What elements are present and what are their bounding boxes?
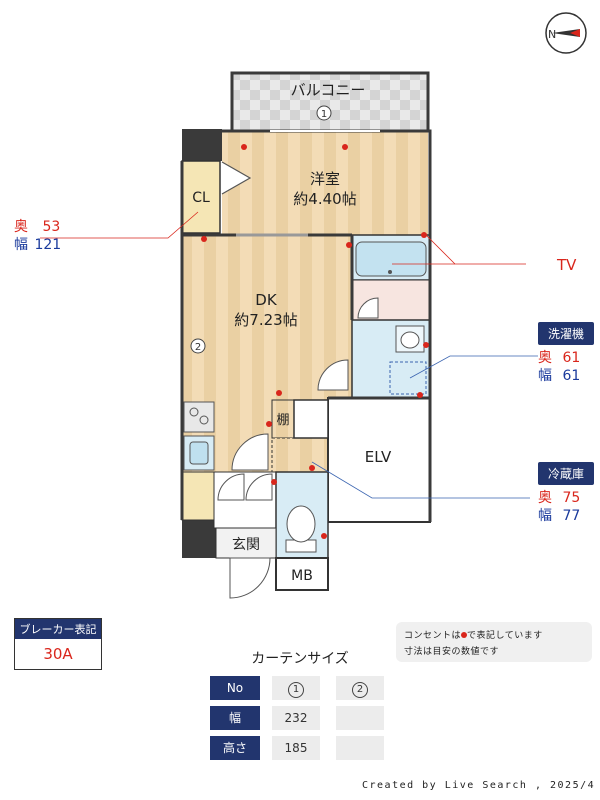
footer-credit: Created by Live Search , 2025/4 — [362, 780, 596, 791]
closet-leader — [40, 211, 199, 239]
notes-box: コンセントはで表記しています 寸法は目安の数値です — [396, 622, 592, 662]
washer-annotation: 洗濯機 奥 61 幅 61 — [538, 322, 594, 385]
note-line1-pre: コンセントは — [404, 631, 462, 641]
note-line2: 寸法は目安の数値です — [404, 647, 500, 657]
washer-width-label: 幅 — [538, 368, 552, 384]
fridge-tag: 冷蔵庫 — [538, 462, 594, 485]
closet — [181, 160, 221, 234]
tv-leader — [425, 234, 526, 265]
dk-size: 約7.23帖 — [234, 311, 297, 329]
western-room — [222, 131, 428, 235]
washer-width-value: 61 — [562, 368, 581, 384]
closet-width-value: 121 — [34, 237, 62, 253]
shelf-label: 棚 — [276, 413, 289, 428]
curtain-table-title: カーテンサイズ — [251, 651, 349, 667]
balcony-marker: 1 — [321, 109, 327, 120]
washer-depth-label: 奥 — [538, 350, 552, 366]
fridge-width-value: 77 — [562, 508, 581, 524]
breaker-value: 30A — [43, 645, 73, 663]
dk-marker: 2 — [195, 342, 201, 353]
wall-left-bottom — [182, 520, 216, 558]
wall-left-top — [182, 129, 222, 161]
outlet-dot-icon — [461, 632, 468, 638]
fridge-leader — [311, 461, 530, 499]
fridge-width-label: 幅 — [538, 508, 552, 524]
balcony-area — [230, 71, 430, 133]
balcony-label: バルコニー — [291, 81, 366, 99]
dk-label: DK — [255, 291, 278, 309]
outlet-markers — [201, 144, 429, 539]
entrance-label: 玄関 — [232, 536, 260, 553]
washer-leader — [409, 355, 538, 379]
closet-dims: 奥 53 幅 121 — [14, 218, 61, 254]
compass-label: N — [548, 28, 556, 41]
meter-box — [275, 557, 329, 591]
closet-width-label: 幅 — [14, 237, 28, 253]
washer-tag: 洗濯機 — [538, 322, 594, 345]
meter-box-label: MB — [291, 568, 313, 584]
washer-depth-value: 61 — [562, 350, 581, 366]
tv-label: TV — [557, 256, 577, 274]
elevator-label: ELV — [365, 448, 392, 466]
note-line1-post: で表記しています — [467, 631, 543, 641]
fridge-depth-value: 75 — [562, 490, 581, 506]
fridge-annotation: 冷蔵庫 奥 75 幅 77 — [538, 462, 594, 525]
closet-depth-value: 53 — [42, 219, 61, 235]
fridge-depth-label: 奥 — [538, 490, 552, 506]
breaker-box: ブレーカー表記 30A — [14, 618, 102, 670]
closet-label: CL — [192, 190, 210, 206]
entrance — [215, 527, 277, 559]
closet-depth-label: 奥 — [14, 219, 28, 235]
compass-icon: N — [545, 12, 587, 54]
western-room-size: 約4.40帖 — [293, 190, 356, 208]
western-room-label: 洋室 — [310, 170, 340, 188]
stove — [183, 401, 215, 433]
breaker-title: ブレーカー表記 — [15, 619, 101, 639]
washer-space — [389, 361, 427, 395]
